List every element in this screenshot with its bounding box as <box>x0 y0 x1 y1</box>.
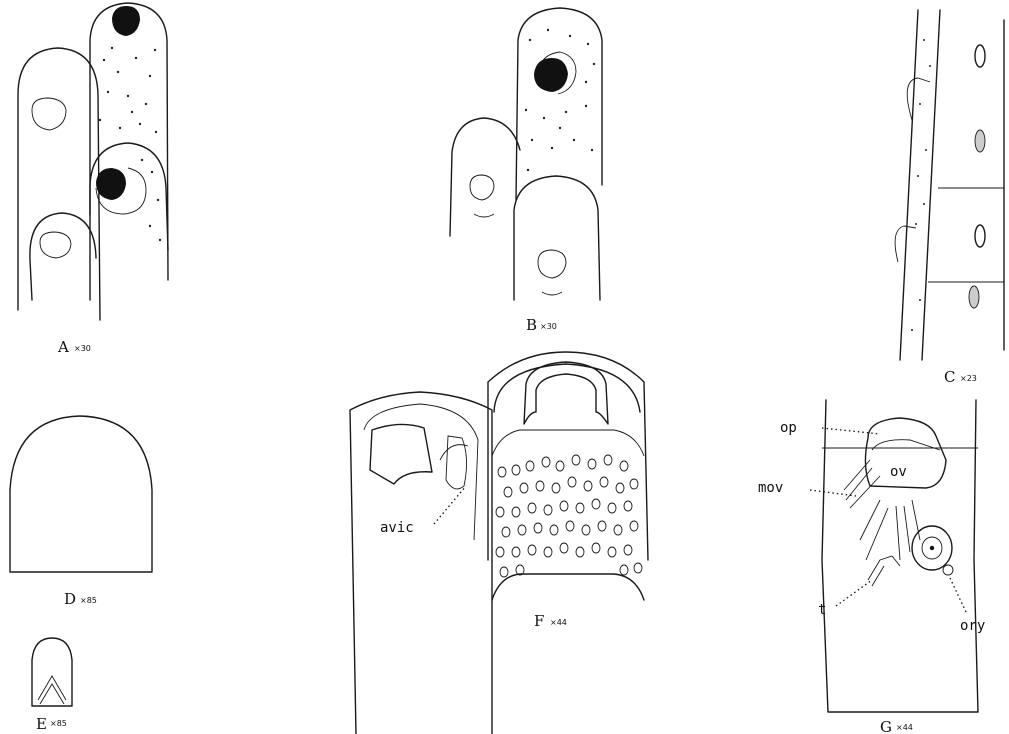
orifice <box>975 225 985 247</box>
figure-magnification: ×23 <box>960 374 977 383</box>
orifice <box>969 286 979 308</box>
orifice <box>538 250 566 278</box>
zooid-outline <box>516 8 602 200</box>
orifice <box>975 130 985 152</box>
zooid-outline <box>514 176 600 300</box>
leader-line-ory <box>950 578 966 612</box>
avicularium <box>446 436 467 489</box>
figure-magnification: ×85 <box>80 596 97 605</box>
sclerite <box>38 676 66 704</box>
operculum-dark <box>112 6 140 36</box>
muscle-fibres <box>844 460 920 560</box>
stolon-outline <box>900 10 918 360</box>
figure-f: avic <box>350 352 648 734</box>
punctation-dots <box>99 47 161 241</box>
figure-a: A ×30 <box>18 3 168 356</box>
operculum-outline <box>10 416 152 572</box>
zooid-outline <box>90 3 168 300</box>
leader-line-mov <box>810 490 856 496</box>
ovary <box>943 565 953 575</box>
figure-magnification: ×30 <box>74 344 91 353</box>
zooid-base-arc <box>474 214 494 217</box>
zooid-outline <box>450 118 520 236</box>
figure-magnification: ×44 <box>550 618 567 627</box>
zooid-base <box>492 574 644 600</box>
orifice <box>975 45 985 67</box>
label-ory: ory <box>960 618 985 634</box>
figure-letter: D <box>64 590 76 608</box>
label-t: t <box>818 602 826 618</box>
label-avic: avic <box>380 520 414 536</box>
figure-g: op ov mov t ory G ×44 <box>758 400 985 734</box>
figure-letter: A <box>57 338 69 356</box>
tentacle-sheath <box>868 556 900 586</box>
zooid-outline <box>488 352 648 560</box>
figure-letter: F <box>534 612 544 630</box>
orifice <box>40 232 71 258</box>
figure-magnification: ×30 <box>540 322 557 331</box>
zooid-outline <box>907 78 930 120</box>
figure-magnification: ×85 <box>50 719 67 728</box>
avicularium <box>440 445 468 460</box>
figure-magnification: ×44 <box>896 723 913 732</box>
pore-field <box>496 455 642 577</box>
figure-letter: C <box>944 368 955 386</box>
orifice <box>370 424 432 484</box>
orifice <box>524 362 608 424</box>
stolon-outline <box>922 10 940 360</box>
operculum-outline <box>32 638 72 706</box>
figure-e: E ×85 <box>32 638 72 733</box>
figure-letter: E <box>36 715 47 733</box>
label-mov: mov <box>758 480 783 496</box>
ovary-nucleus <box>930 546 934 550</box>
zooid-outline <box>492 430 644 456</box>
operculum-dark <box>534 58 568 92</box>
label-op: op <box>780 420 797 436</box>
figure-c: C ×23 <box>895 10 1004 386</box>
figure-d: D ×85 <box>10 416 152 608</box>
orifice <box>32 98 66 130</box>
zooid-base-arc <box>542 292 562 295</box>
figure-letter: B <box>526 316 537 334</box>
ovicell <box>494 364 640 412</box>
orifice <box>470 175 494 200</box>
zooid-outline <box>90 143 168 250</box>
punctation-dots <box>525 29 595 171</box>
figure-b: B ×30 <box>450 8 602 334</box>
leader-line-avic <box>434 486 466 524</box>
operculum-dark <box>96 168 126 200</box>
label-ov: ov <box>890 464 907 480</box>
figure-letter: G <box>880 718 892 734</box>
leader-line-t <box>836 580 872 606</box>
ovicell-zone <box>872 440 940 450</box>
